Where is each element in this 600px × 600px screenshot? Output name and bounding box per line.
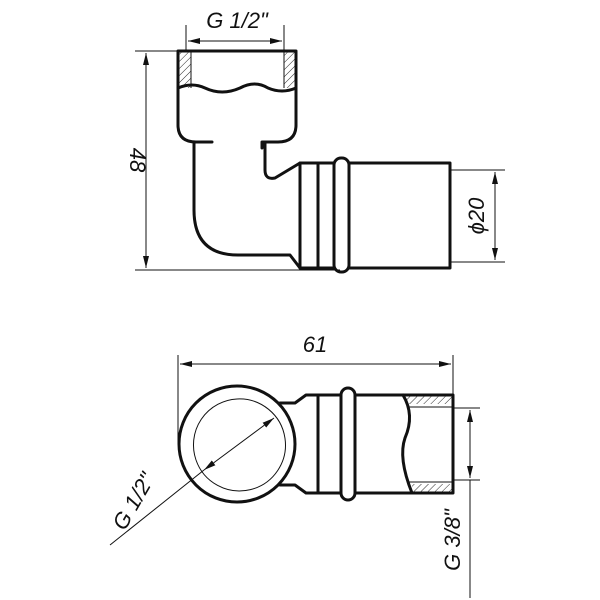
threaded-socket	[176, 49, 298, 150]
top-view: G 1/2" 48 ϕ20	[125, 8, 505, 274]
thread-label-top: G 1/2"	[206, 8, 269, 33]
thread-label-right: G 3/8"	[440, 508, 465, 571]
socket-circle	[177, 384, 297, 504]
dimension-g38: G 3/8"	[440, 407, 480, 598]
diameter-dim-label: ϕ20	[464, 197, 489, 234]
elbow-body	[192, 140, 320, 270]
dimension-length: 61	[177, 332, 454, 444]
bottom-view: 61 G 1/2" G 3/8"	[107, 332, 480, 598]
dimension-height: 48	[125, 50, 340, 271]
height-dim-label: 48	[125, 148, 150, 173]
length-dim-label: 61	[303, 332, 327, 357]
dimension-g12-bottom: G 1/2"	[107, 417, 275, 546]
dimension-g12-top: G 1/2"	[185, 8, 285, 51]
dimension-diameter: ϕ20	[450, 169, 505, 263]
thread-label-left: G 1/2"	[107, 467, 160, 534]
press-sleeve	[298, 156, 452, 274]
